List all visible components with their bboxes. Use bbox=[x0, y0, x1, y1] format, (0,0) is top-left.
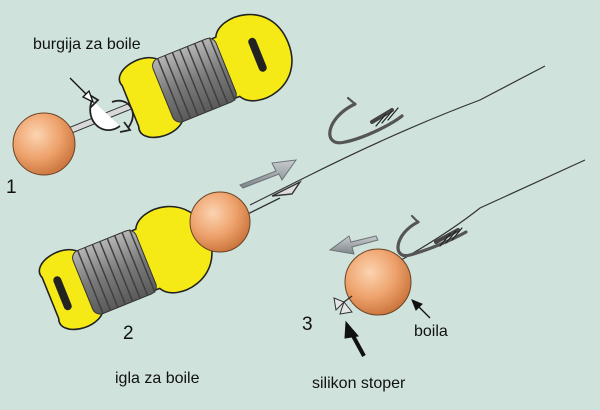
drill-grip bbox=[152, 37, 237, 123]
drill-label: burgija za boile bbox=[33, 36, 141, 53]
needle-grip bbox=[72, 229, 157, 315]
drill-pointer-arrow bbox=[69, 77, 95, 104]
step-2-number: 2 bbox=[123, 323, 134, 344]
boilie-step1 bbox=[12, 112, 76, 176]
hook-step2 bbox=[328, 96, 404, 145]
direction-arrow-step3 bbox=[328, 235, 379, 255]
stopper-label: silikon stoper bbox=[312, 375, 406, 392]
hook-step3 bbox=[396, 214, 468, 258]
stopper-pointer-arrow bbox=[344, 320, 366, 357]
direction-arrow-step2 bbox=[239, 159, 298, 189]
step-3-number: 3 bbox=[302, 314, 313, 335]
silicone-stopper-icon bbox=[333, 295, 353, 315]
boilie-step2 bbox=[189, 191, 251, 253]
twist-arrows-icon bbox=[87, 93, 134, 133]
needle-tool bbox=[38, 205, 213, 331]
boilie-pointer-arrow bbox=[411, 299, 431, 319]
step-1-number: 1 bbox=[6, 177, 17, 198]
drill-tool bbox=[66, 13, 293, 139]
needle-label: igla za boile bbox=[115, 370, 200, 387]
line-step2 bbox=[249, 65, 546, 206]
boilie-label: boila bbox=[414, 323, 448, 340]
boilie-step3 bbox=[344, 248, 412, 316]
